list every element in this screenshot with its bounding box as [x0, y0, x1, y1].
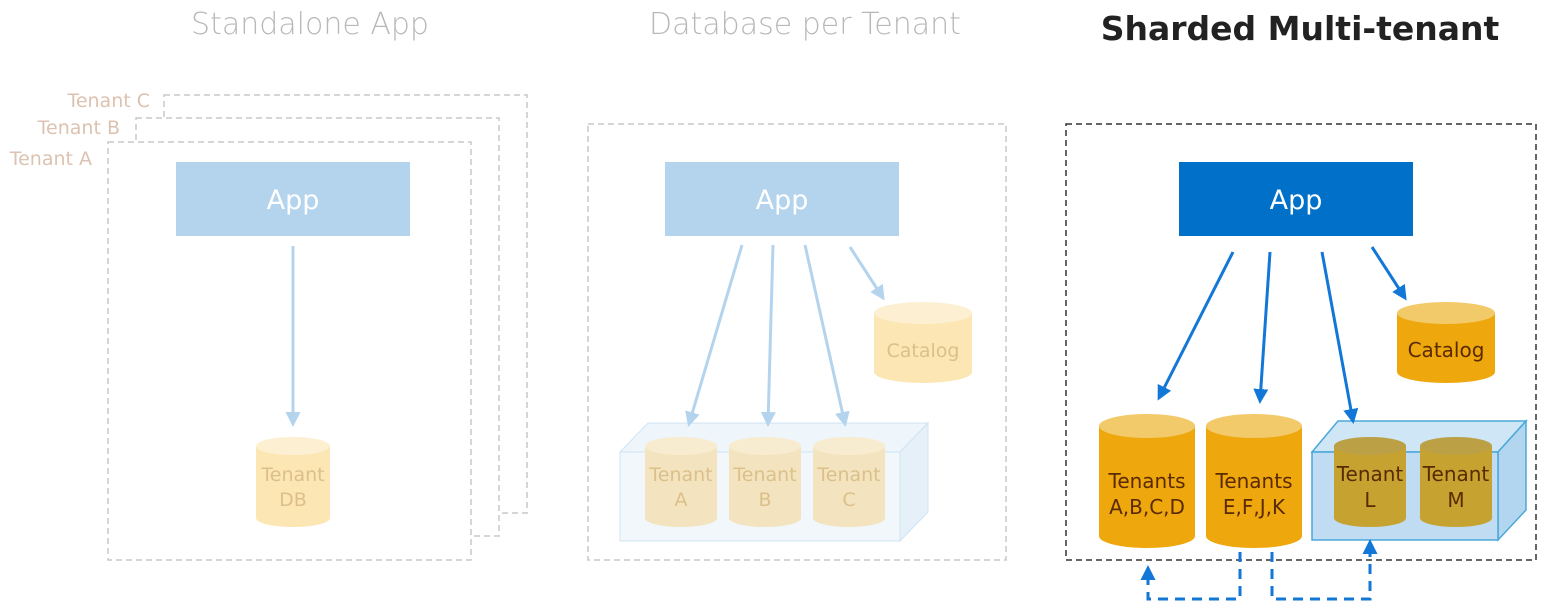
sharded-pool-db-l: Tenant L [1334, 437, 1406, 527]
sharded-arrow-shard-1 [1157, 251, 1235, 401]
standalone-db-label-2: DB [279, 489, 307, 511]
per-tenant-db-a-label-2: A [675, 489, 688, 511]
tenant-a-label: Tenant A [9, 148, 92, 170]
sharded-shard-2-label-2: E,F,J,K [1223, 495, 1286, 519]
tenant-move-arrow-left [1140, 552, 1242, 601]
per-tenant-db-a-label-1: Tenant [648, 464, 712, 486]
tenant-b-label: Tenant B [37, 117, 120, 139]
per-tenant-db-b-label-2: B [758, 489, 771, 511]
sharded-pool-db-m: Tenant M [1420, 437, 1492, 527]
per-tenant-frame [587, 123, 1007, 561]
standalone-app-box [176, 162, 410, 236]
sharded-multi-tenant-column: Sharded Multi-tenant App Tenant L Tenant… [1065, 9, 1537, 601]
tenant-move-arrow-right [1270, 539, 1378, 601]
standalone-tenant-db: Tenant DB [256, 437, 330, 527]
per-tenant-arrow-c [803, 244, 850, 427]
sharded-app-label: App [1270, 185, 1323, 216]
sharded-pool-db-m-label-2: M [1447, 488, 1464, 512]
per-tenant-app-label: App [756, 185, 809, 216]
per-tenant-title: Database per Tenant [649, 7, 961, 42]
per-tenant-db-b-label-1: Tenant [732, 464, 796, 486]
standalone-title: Standalone App [191, 7, 429, 42]
per-tenant-db-c-label-1: Tenant [816, 464, 880, 486]
sharded-pool-db-l-label-2: L [1364, 488, 1376, 512]
per-tenant-arrow-b [760, 244, 776, 427]
per-tenant-db-c: Tenant C [813, 437, 885, 527]
per-tenant-db-b: Tenant B [729, 437, 801, 527]
sharded-shard-db-2: Tenants E,F,J,K [1206, 414, 1302, 548]
sharded-title: Sharded Multi-tenant [1101, 9, 1500, 48]
sharded-pool-db-l-label-1: Tenant [1336, 462, 1404, 486]
database-per-tenant-column: Database per Tenant App Tenant A Tenant … [587, 7, 1007, 561]
sharded-arrow-pool [1320, 251, 1359, 424]
sharded-app-box [1179, 162, 1413, 236]
sharded-arrow-shard-2 [1253, 251, 1272, 404]
per-tenant-arrow-catalog [848, 246, 885, 301]
per-tenant-catalog-db: Catalog [874, 302, 972, 383]
sharded-frame [1065, 123, 1537, 561]
standalone-app-column: Standalone App Tenant C Tenant B Tenant … [9, 7, 528, 561]
sharded-shard-1-label-2: A,B,C,D [1109, 495, 1185, 519]
tenant-c-label: Tenant C [66, 90, 150, 112]
sharded-shard-db-1: Tenants A,B,C,D [1099, 414, 1195, 548]
sharded-pool-db-m-label-1: Tenant [1422, 462, 1490, 486]
per-tenant-db-a: Tenant A [645, 437, 717, 527]
sharded-shard-1-label-1: Tenants [1108, 469, 1186, 493]
per-tenant-db-c-label-2: C [842, 489, 855, 511]
per-tenant-arrow-a [685, 244, 744, 427]
per-tenant-catalog-label: Catalog [887, 340, 960, 362]
standalone-app-label: App [267, 185, 320, 216]
sharded-shard-2-label-1: Tenants [1215, 469, 1293, 493]
sharded-catalog-db: Catalog [1397, 302, 1495, 383]
per-tenant-app-box [665, 162, 899, 236]
standalone-db-label-1: Tenant [260, 464, 324, 486]
sharded-arrow-catalog [1370, 246, 1407, 301]
sharded-catalog-label: Catalog [1408, 338, 1485, 362]
